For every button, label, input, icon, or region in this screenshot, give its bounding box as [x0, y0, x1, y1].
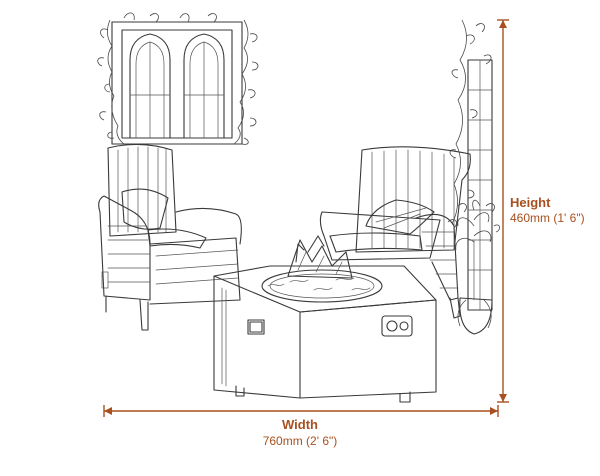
potted-plant	[447, 199, 500, 335]
height-value: 460mm (1' 6")	[510, 211, 585, 225]
climbing-ivy-left	[97, 12, 217, 145]
height-label: Height	[510, 195, 551, 210]
gothic-window	[111, 21, 243, 145]
width-label: Width	[282, 417, 318, 432]
width-value: 760mm (2' 6")	[263, 434, 338, 448]
left-wicker-armchair	[98, 143, 242, 331]
height-dimension-line	[497, 19, 509, 403]
width-dimension-line	[103, 405, 499, 417]
trellis-and-vines	[449, 19, 493, 311]
square-fire-pit-table	[213, 235, 437, 403]
climbing-ivy-right	[233, 19, 259, 145]
right-wicker-armchair	[319, 146, 471, 319]
